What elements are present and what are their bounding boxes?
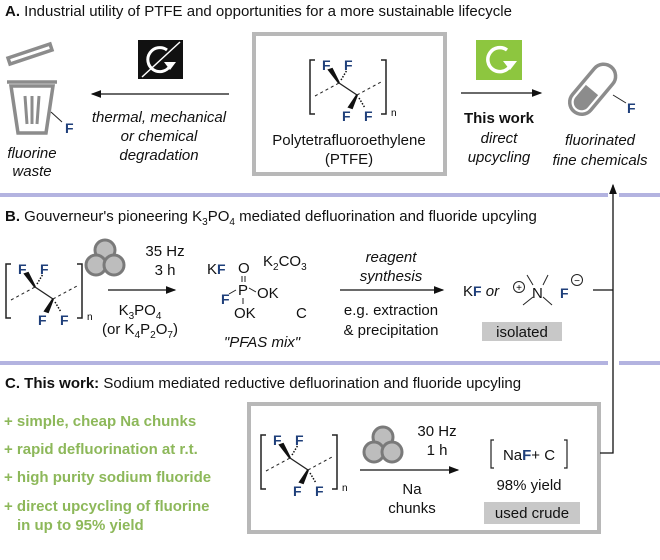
arrow-below-line1: e.g. extraction: [344, 302, 438, 319]
fine-chem-line2: fine chemicals: [552, 152, 648, 169]
upcycling-feedback-arrow: [600, 183, 617, 454]
used-crude-tag: [484, 502, 580, 524]
time-label: 3 h: [155, 262, 176, 279]
svg-text:F: F: [40, 261, 49, 277]
used-crude-label: used crude: [495, 505, 569, 522]
naf-product: NaF+ C: [503, 447, 555, 464]
svg-text:F: F: [315, 483, 324, 499]
svg-text:KF: KF: [207, 261, 226, 278]
this-work-label: This work: [464, 110, 535, 127]
benefit-item: + rapid defluorination at r.t.: [4, 441, 198, 458]
benefit-item: + simple, cheap Na chunks: [4, 413, 196, 430]
svg-text:n: n: [87, 312, 93, 323]
svg-text:K2CO3: K2CO3: [263, 253, 307, 273]
recycle-icon: [476, 40, 522, 80]
product-brackets: [490, 439, 568, 469]
svg-text:n: n: [342, 483, 348, 494]
benefit-item: + high purity sodium fluoride: [4, 469, 211, 486]
ball-mill-icon: [84, 238, 126, 277]
svg-text:F: F: [38, 312, 47, 328]
waste-label-line1: fluorine: [7, 145, 56, 162]
sodium-label: Na: [402, 481, 422, 498]
svg-text:F: F: [344, 57, 353, 73]
svg-text:F: F: [322, 57, 331, 73]
section-b-title: B. Gouverneur's pioneering K3PO4 mediate…: [5, 208, 537, 228]
svg-text:n: n: [391, 108, 397, 119]
svg-text:F: F: [18, 261, 27, 277]
svg-text:C: C: [296, 305, 307, 322]
upcycling-label: upcycling: [468, 149, 531, 166]
svg-text:F: F: [560, 285, 569, 301]
time-label: 1 h: [427, 442, 448, 459]
degradation-line2: or chemical: [121, 128, 198, 145]
yield-label: 98% yield: [496, 477, 561, 494]
svg-text:F: F: [293, 483, 302, 499]
isolated-label: isolated: [496, 324, 548, 341]
waste-label-line2: waste: [12, 163, 51, 180]
svg-text:"PFAS mix": "PFAS mix": [224, 334, 301, 351]
ptfe-name: Polytetrafluoroethylene: [272, 132, 425, 149]
fine-chem-line1: fluorinated: [565, 132, 636, 149]
frequency-label: 35 Hz: [145, 243, 184, 260]
degradation-line3: degradation: [119, 147, 198, 164]
svg-text:OK: OK: [257, 285, 279, 302]
fluoride-products: KF or + N F −: [463, 274, 583, 306]
svg-text:F: F: [295, 432, 304, 448]
svg-text:−: −: [574, 276, 580, 287]
isolated-tag: [482, 322, 562, 341]
chemical-fluorine-atom: F: [627, 100, 636, 116]
svg-text:F: F: [364, 108, 373, 124]
pfas-mix: KF O P F OK OK K2CO3 C "PFAS mix": [207, 253, 307, 351]
svg-text:F: F: [221, 291, 230, 307]
ptfe-box: [252, 32, 447, 176]
svg-text:O: O: [238, 260, 250, 277]
svg-text:N: N: [532, 285, 543, 302]
benefit-item: + direct upcycling of fluorine: [4, 498, 209, 515]
trash-can-icon: [5, 41, 63, 135]
svg-text:P: P: [238, 282, 248, 299]
section-a-title: A. Industrial utility of PTFE and opport…: [5, 3, 512, 20]
svg-text:F: F: [273, 432, 282, 448]
arrow-above-line2: synthesis: [360, 268, 423, 285]
svg-text:KF or: KF or: [463, 283, 500, 300]
arrow-below-line2: & precipitation: [343, 322, 438, 339]
ptfe-abbrev: (PTFE): [325, 151, 373, 168]
chunks-label: chunks: [388, 500, 436, 517]
svg-text:+: +: [516, 283, 522, 294]
pill-capsule-icon: [567, 62, 627, 117]
svg-text:OK: OK: [234, 305, 256, 322]
reagent-k3po4: K3PO4: [119, 302, 162, 322]
svg-text:F: F: [342, 108, 351, 124]
reagent-k4p2o7: (or K4P2O7): [102, 321, 178, 341]
benefit-item: in up to 95% yield: [17, 517, 144, 534]
no-recycle-icon: [138, 40, 183, 79]
section-c-title: C. This work: Sodium mediated reductive …: [5, 375, 521, 392]
frequency-label: 30 Hz: [417, 423, 456, 440]
waste-fluorine-atom: F: [65, 120, 74, 136]
arrow-above-line1: reagent: [366, 249, 418, 266]
degradation-line1: thermal, mechanical: [92, 109, 227, 126]
svg-text:F: F: [60, 312, 69, 328]
direct-label: direct: [481, 130, 519, 147]
